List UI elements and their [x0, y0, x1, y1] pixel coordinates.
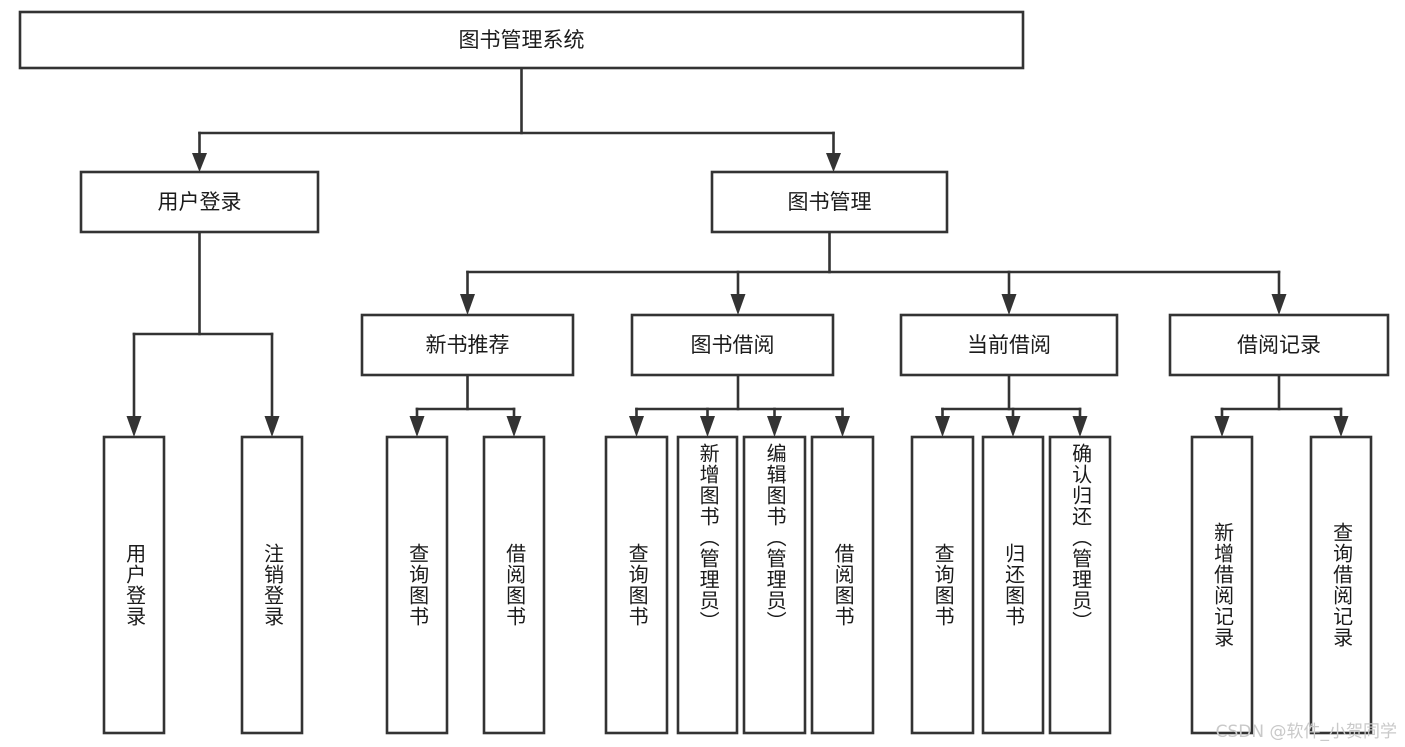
arrow-head-book-management	[826, 153, 841, 172]
node-root-box[interactable]	[18, 10, 1025, 70]
arrow-head-new-book-recommend	[460, 294, 475, 315]
node-book-borrow-label: 图书借阅	[691, 333, 775, 357]
node-new-book-recommend[interactable]: 新书推荐	[360, 313, 575, 377]
arrow-head-leaf-user-login	[126, 416, 142, 437]
arrow-head-leaf-return-book	[1005, 416, 1021, 437]
node-book-borrow[interactable]: 图书借阅	[630, 313, 835, 377]
node-borrow-record-box[interactable]	[1168, 313, 1390, 377]
arrow-head-leaf-query-borrow-record	[1333, 416, 1349, 437]
arrow-head-leaf-query-book-borrow	[629, 416, 644, 437]
arrow-head-leaf-confirm-return-admin	[1072, 416, 1088, 437]
connector-group-root	[192, 66, 841, 172]
connector-group-book-management	[460, 230, 1287, 315]
leaf-box-borrow-book[interactable]	[810, 435, 875, 735]
node-book-management[interactable]: 图书管理	[710, 170, 949, 234]
arrow-head-leaf-edit-book-admin	[767, 416, 782, 437]
leaf-box-borrow-book-recommend[interactable]	[482, 435, 546, 735]
node-new-book-recommend-label: 新书推荐	[426, 333, 510, 357]
leaf-box-return-book[interactable]	[981, 435, 1045, 735]
connector-group-current-borrow	[935, 373, 1088, 437]
arrow-head-leaf-logout	[264, 416, 280, 437]
leaf-boxes-group	[102, 435, 1373, 735]
connector-group-book-borrow	[629, 373, 850, 437]
node-root[interactable]: 图书管理系统	[18, 10, 1025, 70]
node-root-label: 图书管理系统	[459, 28, 585, 52]
leaf-box-logout[interactable]	[240, 435, 304, 735]
arrow-head-leaf-borrow-book	[835, 416, 850, 437]
arrow-head-leaf-query-book-recommend	[409, 416, 425, 437]
node-current-borrow-label: 当前借阅	[967, 333, 1051, 357]
node-book-management-label: 图书管理	[788, 190, 872, 214]
leaf-box-edit-book-admin[interactable]	[742, 435, 807, 735]
connector-group-user-login	[126, 230, 280, 437]
node-new-book-recommend-box[interactable]	[360, 313, 575, 377]
leaf-box-query-borrow-record[interactable]	[1309, 435, 1373, 735]
arrow-head-book-borrow	[730, 294, 746, 315]
node-borrow-record-label: 借阅记录	[1237, 333, 1321, 357]
leaf-box-add-borrow-record[interactable]	[1190, 435, 1254, 735]
leaf-box-add-book-admin[interactable]	[676, 435, 739, 735]
arrow-head-user-login	[192, 153, 207, 172]
node-current-borrow[interactable]: 当前借阅	[899, 313, 1119, 377]
node-current-borrow-box[interactable]	[899, 313, 1119, 377]
connector-group-new-book-recommend	[409, 373, 522, 437]
arrow-head-leaf-borrow-book-recommend	[506, 416, 522, 437]
arrow-head-leaf-add-borrow-record	[1214, 416, 1230, 437]
connector-group-borrow-record	[1214, 373, 1349, 437]
node-book-borrow-box[interactable]	[630, 313, 835, 377]
arrow-head-current-borrow	[1001, 294, 1017, 315]
node-user-login-label: 用户登录	[158, 190, 242, 214]
leaf-box-query-book-borrow[interactable]	[604, 435, 669, 735]
node-book-management-box[interactable]	[710, 170, 949, 234]
leaf-box-user-login[interactable]	[102, 435, 166, 735]
leaf-box-confirm-return-admin[interactable]	[1048, 435, 1112, 735]
leaf-box-query-book-current[interactable]	[910, 435, 975, 735]
node-borrow-record[interactable]: 借阅记录	[1168, 313, 1390, 377]
watermark-text: CSDN @软件_小贺同学	[1215, 722, 1397, 742]
arrow-head-leaf-query-book-current	[935, 416, 950, 437]
leaf-box-query-book-recommend[interactable]	[385, 435, 449, 735]
node-user-login-box[interactable]	[79, 170, 320, 234]
arrow-head-borrow-record	[1271, 294, 1287, 315]
node-user-login[interactable]: 用户登录	[79, 170, 320, 234]
arrow-head-leaf-add-book-admin	[700, 416, 715, 437]
